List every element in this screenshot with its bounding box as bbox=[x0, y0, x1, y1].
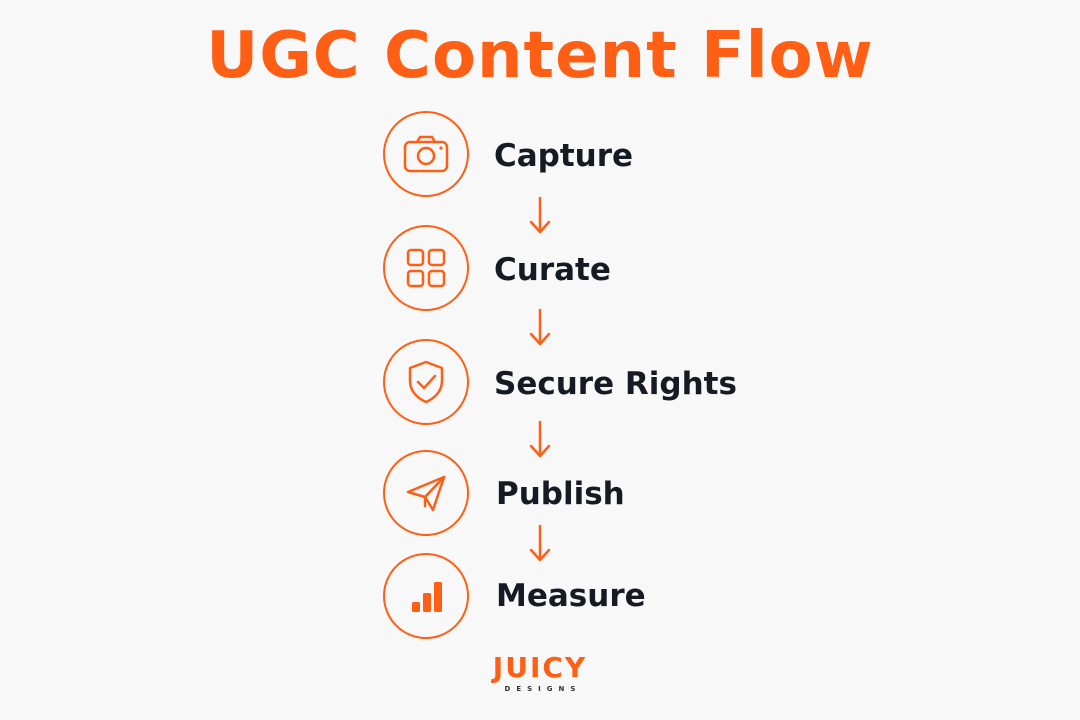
step-capture-label: Capture bbox=[494, 138, 634, 174]
camera-icon bbox=[403, 135, 449, 173]
step-curate-label: Curate bbox=[494, 252, 611, 288]
step-measure-circle bbox=[383, 553, 469, 639]
step-secure-rights-label: Secure Rights bbox=[494, 366, 737, 402]
logo-sub-text: DESIGNS bbox=[504, 685, 582, 693]
logo-main-text: JUICY bbox=[492, 651, 588, 684]
arrow-down-icon bbox=[529, 196, 551, 234]
step-publish-circle bbox=[383, 450, 469, 536]
arrow-down-icon bbox=[529, 420, 551, 458]
step-secure-rights-circle bbox=[383, 339, 469, 425]
bar-chart-icon bbox=[412, 582, 442, 612]
arrow-down-icon bbox=[529, 308, 551, 346]
step-capture-circle bbox=[383, 111, 469, 197]
diagram-title: UGC Content Flow bbox=[206, 19, 874, 93]
grid-icon bbox=[406, 248, 446, 288]
paper-plane-icon bbox=[406, 475, 446, 512]
step-measure-label: Measure bbox=[496, 578, 646, 614]
juicy-designs-logo: JUICY DESIGNS bbox=[440, 652, 640, 694]
step-curate-circle bbox=[383, 225, 469, 311]
step-publish-label: Publish bbox=[496, 476, 625, 512]
arrow-down-icon bbox=[529, 524, 551, 562]
shield-check-icon bbox=[408, 360, 444, 404]
